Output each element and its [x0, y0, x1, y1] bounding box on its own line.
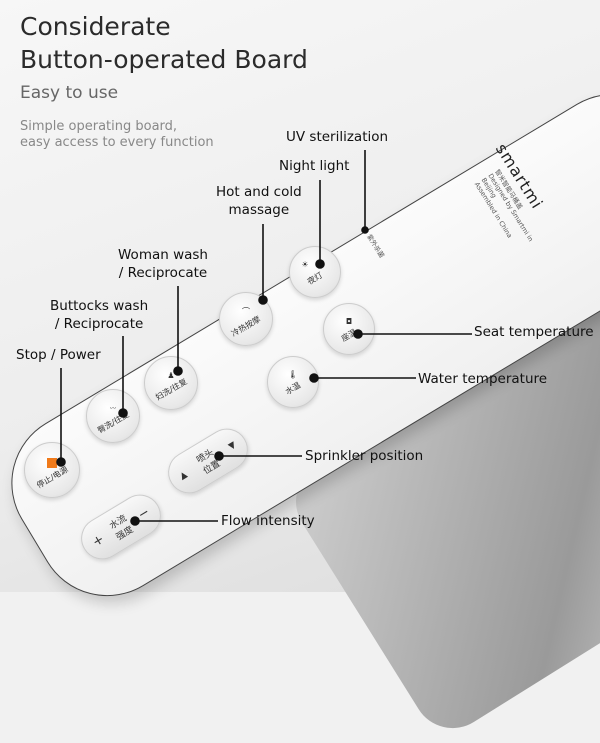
- label-stop-power: Stop / Power: [16, 347, 101, 363]
- thermometer-icon: 🌡: [287, 370, 299, 379]
- stop-icon: [47, 457, 57, 468]
- label-uv-sterilization: UV sterilization: [286, 129, 389, 145]
- subtitle: Easy to use: [20, 83, 119, 103]
- label-sprinkler-position: Sprinkler position: [305, 448, 424, 464]
- leader-lines: [56, 150, 472, 526]
- stop-power-button[interactable]: 停止/电源: [24, 442, 80, 498]
- woman-wash-icon: ♟: [167, 371, 175, 380]
- description: Simple operating board,easy access to ev…: [20, 119, 214, 150]
- label-buttocks-wash: Buttocks wash/ Reciprocate: [50, 298, 149, 332]
- buttocks-wash-icon: ᵕᵕ: [109, 404, 117, 413]
- sun-icon: ☀: [301, 260, 309, 269]
- label-seat-temperature: Seat temperature: [474, 324, 594, 340]
- water-temperature-button[interactable]: 🌡水温: [267, 356, 319, 408]
- massage-icon: ⌒: [242, 307, 250, 316]
- label-night-light: Night light: [279, 158, 350, 174]
- label-flow-intensity: Flow intensity: [221, 513, 315, 529]
- seat-temperature-button[interactable]: ◘座温: [323, 303, 375, 355]
- label-woman-wash: Woman wash/ Reciprocate: [118, 247, 208, 281]
- seat-icon: ◘: [345, 317, 353, 326]
- night-light-button[interactable]: ☀夜灯: [289, 246, 341, 298]
- woman-wash-button[interactable]: ♟妇洗/往复: [144, 356, 198, 410]
- label-water-temperature: Water temperature: [418, 371, 548, 387]
